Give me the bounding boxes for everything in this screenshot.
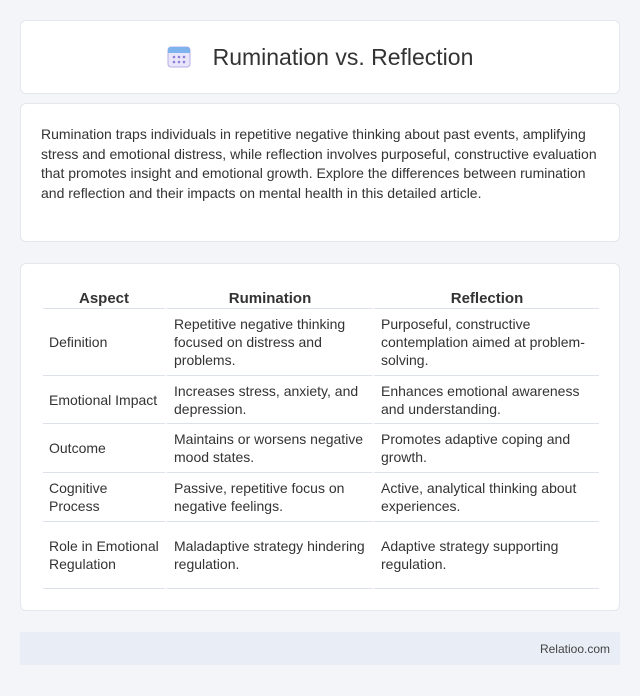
intro-card: Rumination traps individuals in repetiti… (20, 103, 620, 242)
column-header-reflection: Reflection (372, 284, 599, 309)
comparison-table-card: Aspect Rumination Reflection Definition … (20, 263, 620, 611)
comparison-table: Aspect Rumination Reflection Definition … (43, 284, 599, 589)
title-wrap: Rumination vs. Reflection (167, 43, 474, 71)
table-row: Role in Emotional Regulation Maladaptive… (43, 522, 599, 589)
footer-bar: Relatioo.com (20, 632, 620, 665)
aspect-cell: Cognitive Process (43, 473, 165, 522)
reflection-cell: Enhances emotional awareness and underst… (372, 376, 599, 424)
page-title: Rumination vs. Reflection (212, 43, 474, 70)
rumination-cell: Maintains or worsens negative mood state… (165, 424, 372, 473)
reflection-cell: Active, analytical thinking about experi… (372, 473, 599, 522)
table-row: Definition Repetitive negative thinking … (43, 309, 599, 376)
header-card: Rumination vs. Reflection (20, 20, 620, 94)
aspect-cell: Role in Emotional Regulation (43, 522, 165, 589)
aspect-cell: Definition (43, 309, 165, 376)
aspect-cell: Emotional Impact (43, 376, 165, 424)
intro-paragraph: Rumination traps individuals in repetiti… (41, 126, 597, 201)
column-header-aspect: Aspect (43, 284, 165, 309)
aspect-cell: Outcome (43, 424, 165, 473)
table-header-row: Aspect Rumination Reflection (43, 284, 599, 309)
table-row: Outcome Maintains or worsens negative mo… (43, 424, 599, 473)
footer-brand: Relatioo.com (539, 641, 610, 656)
table-row: Emotional Impact Increases stress, anxie… (43, 376, 599, 424)
rumination-cell: Passive, repetitive focus on negative fe… (165, 473, 372, 522)
reflection-cell: Purposeful, constructive contemplation a… (372, 309, 599, 376)
calendar-icon (167, 45, 191, 69)
reflection-cell: Adaptive strategy supporting regulation. (372, 522, 599, 589)
rumination-cell: Increases stress, anxiety, and depressio… (165, 376, 372, 424)
table-row: Cognitive Process Passive, repetitive fo… (43, 473, 599, 522)
rumination-cell: Repetitive negative thinking focused on … (165, 309, 372, 376)
rumination-cell: Maladaptive strategy hindering regulatio… (165, 522, 372, 589)
column-header-rumination: Rumination (165, 284, 372, 309)
reflection-cell: Promotes adaptive coping and growth. (372, 424, 599, 473)
